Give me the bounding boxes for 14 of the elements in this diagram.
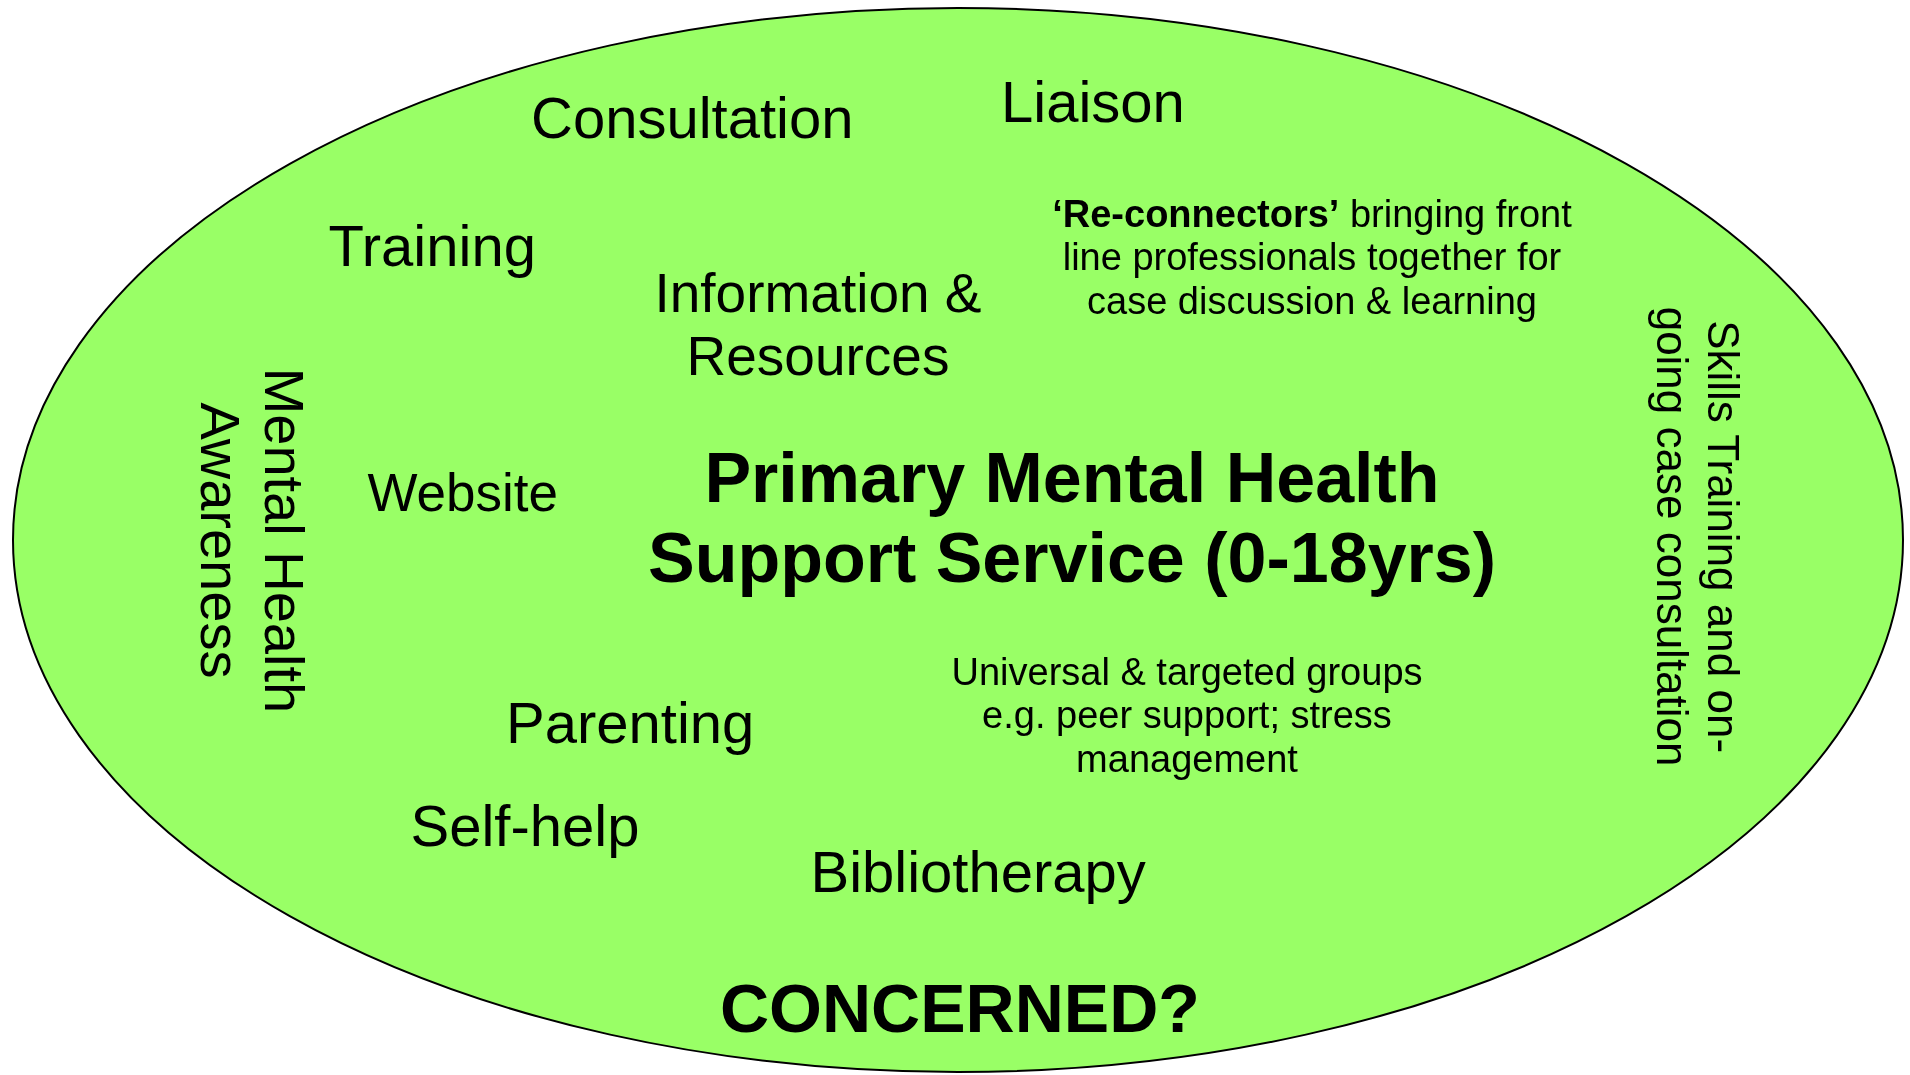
service-label: Training — [328, 212, 536, 280]
service-description: Universal & targeted groups e.g. peer support; stress management — [950, 650, 1424, 782]
service-label: Consultation — [531, 84, 854, 152]
service-title: Primary Mental Health Support Service (0-18yrs) — [646, 437, 1498, 599]
service-label: Information & Resources — [653, 261, 983, 388]
service-description: ‘Re-connectors’ bringing front line professionals together for case discussion & learning — [1051, 192, 1573, 324]
service-description: Skills Training and on-going case consultation — [1647, 305, 1748, 769]
service-label: Self-help — [410, 792, 640, 860]
service-label: Parenting — [506, 689, 755, 757]
call-to-action: CONCERNED? — [720, 969, 1200, 1048]
service-label: Website — [367, 462, 558, 524]
service-label: Liaison — [1001, 68, 1185, 136]
service-label: Mental Health Awareness — [188, 366, 317, 715]
service-label: Bibliotherapy — [810, 838, 1146, 906]
